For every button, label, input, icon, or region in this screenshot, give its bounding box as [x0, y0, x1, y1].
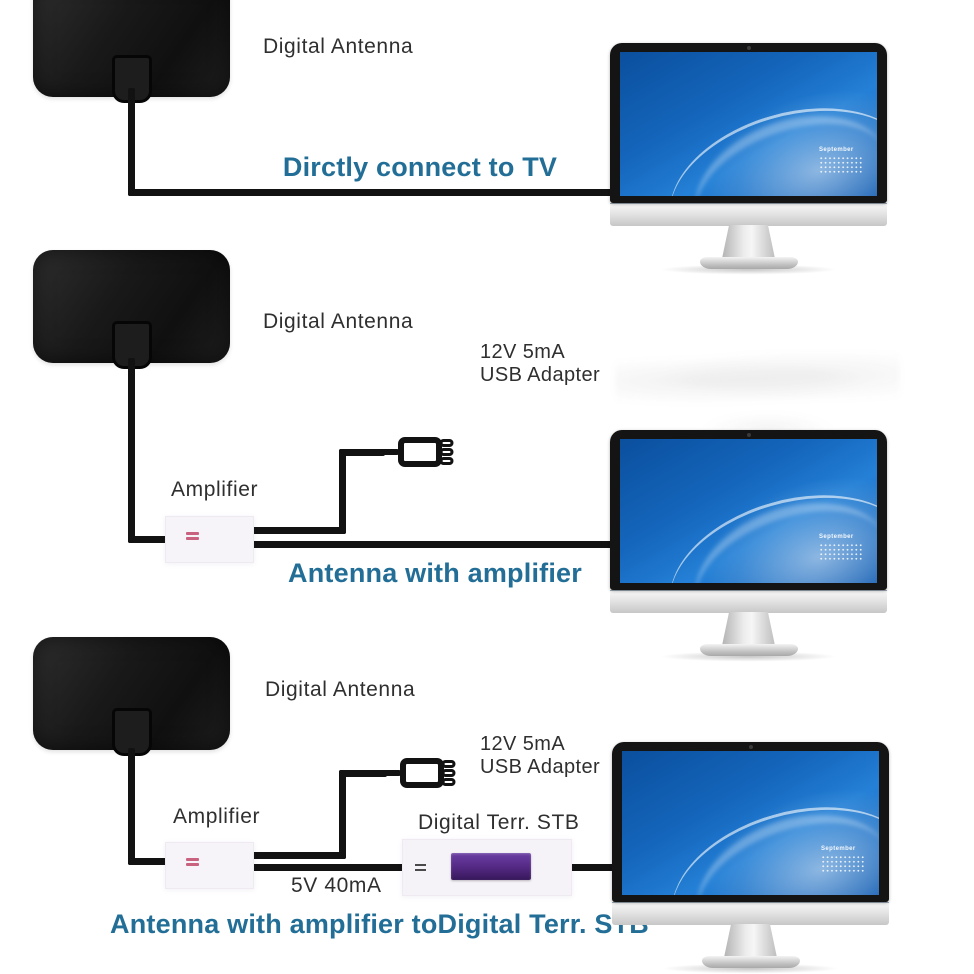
coax-cable	[128, 748, 135, 865]
tv-bezel: September	[610, 43, 887, 203]
tv-stand-base	[699, 257, 798, 269]
amplifier-led	[186, 532, 199, 542]
tv-stand-base	[699, 644, 798, 656]
antenna-label: Digital Antenna	[263, 35, 414, 58]
tv-chin	[610, 590, 887, 613]
amplifier-box	[165, 516, 254, 563]
coax-cable	[128, 88, 135, 196]
usb-adapter-label: 12V 5mA USB Adapter	[480, 341, 600, 387]
power-rating-label: 5V 40mA	[291, 874, 382, 897]
stb-label: Digital Terr. STB	[418, 811, 580, 834]
usb-power-cable	[339, 770, 387, 777]
usb-power-cable	[250, 852, 346, 859]
usb-adapter-label-line1: 12V 5mA	[480, 341, 566, 363]
coax-cable	[128, 358, 135, 543]
antenna-panel	[33, 250, 230, 369]
wallpaper-swoosh	[650, 468, 877, 583]
wallpaper-calendar-title: September	[819, 147, 854, 153]
tv-monitor: September	[612, 742, 889, 974]
tv-chin	[610, 203, 887, 226]
usb-power-cable	[339, 449, 346, 534]
coax-cable	[128, 858, 168, 865]
usb-adapter-label-line2: USB Adapter	[480, 756, 601, 778]
usb-plug-icon	[380, 437, 454, 467]
tv-bezel: September	[612, 742, 889, 902]
stb-display	[451, 853, 531, 880]
wallpaper-swoosh	[652, 780, 879, 895]
usb-adapter-label-line1: 12V 5mA	[480, 733, 566, 755]
antenna-panel	[33, 0, 230, 103]
tv-cable	[568, 864, 614, 871]
stb-connector-mark	[415, 864, 426, 874]
usb-power-cable	[339, 770, 346, 859]
usb-plug-icon	[382, 758, 456, 788]
stb-box	[402, 839, 572, 896]
tv-shadow	[636, 263, 861, 276]
wallpaper-calendar-title: September	[819, 534, 854, 540]
tv-camera-dot	[746, 46, 751, 50]
tv-screen: September	[622, 751, 879, 895]
antenna-label: Digital Antenna	[265, 678, 416, 701]
tv-cable	[250, 541, 612, 548]
wallpaper-calendar: September	[821, 846, 865, 872]
stb-cable	[250, 864, 404, 871]
wallpaper-calendar: September	[819, 147, 863, 173]
tv-camera-dot	[746, 433, 751, 437]
section-caption: Antenna with amplifier toDigital Terr. S…	[110, 909, 649, 939]
section-caption: Dirctly connect to TV	[282, 152, 558, 182]
antenna-panel	[33, 637, 230, 756]
tv-screen: September	[620, 52, 877, 196]
amplifier-box	[165, 842, 254, 889]
usb-power-cable	[339, 449, 385, 456]
tv-bezel: September	[610, 430, 887, 590]
tv-shadow	[636, 650, 861, 663]
tv-monitor: September	[610, 43, 887, 276]
coax-cable	[128, 189, 612, 196]
tv-stand-base	[701, 956, 800, 968]
tv-monitor: September	[610, 430, 887, 663]
usb-adapter-label: 12V 5mA USB Adapter	[480, 733, 600, 779]
wallpaper-calendar-grid	[819, 156, 863, 173]
tv-shadow	[638, 962, 863, 974]
amplifier-label: Amplifier	[171, 478, 259, 501]
ghost-watermark	[615, 352, 900, 410]
tv-stand-neck	[723, 924, 778, 960]
wallpaper-calendar-title: September	[821, 846, 856, 852]
tv-stand-neck	[721, 225, 776, 261]
tv-camera-dot	[748, 745, 753, 749]
antenna-label: Digital Antenna	[263, 310, 414, 333]
section-caption: Antenna with amplifier	[288, 558, 582, 588]
wallpaper-swoosh	[675, 90, 877, 196]
tv-stand-neck	[721, 612, 776, 648]
tv-chin	[612, 902, 889, 925]
wallpaper-swoosh	[675, 477, 877, 583]
wallpaper-calendar-grid	[821, 855, 865, 872]
usb-adapter-label-line2: USB Adapter	[480, 364, 601, 386]
usb-power-cable	[250, 527, 346, 534]
wallpaper-calendar-grid	[819, 543, 863, 560]
tv-screen: September	[620, 439, 877, 583]
coax-cable	[128, 536, 168, 543]
wallpaper-calendar: September	[819, 534, 863, 560]
amplifier-label: Amplifier	[173, 805, 261, 828]
wallpaper-swoosh	[677, 789, 879, 895]
wallpaper-swoosh	[650, 81, 877, 196]
amplifier-led	[186, 858, 199, 868]
